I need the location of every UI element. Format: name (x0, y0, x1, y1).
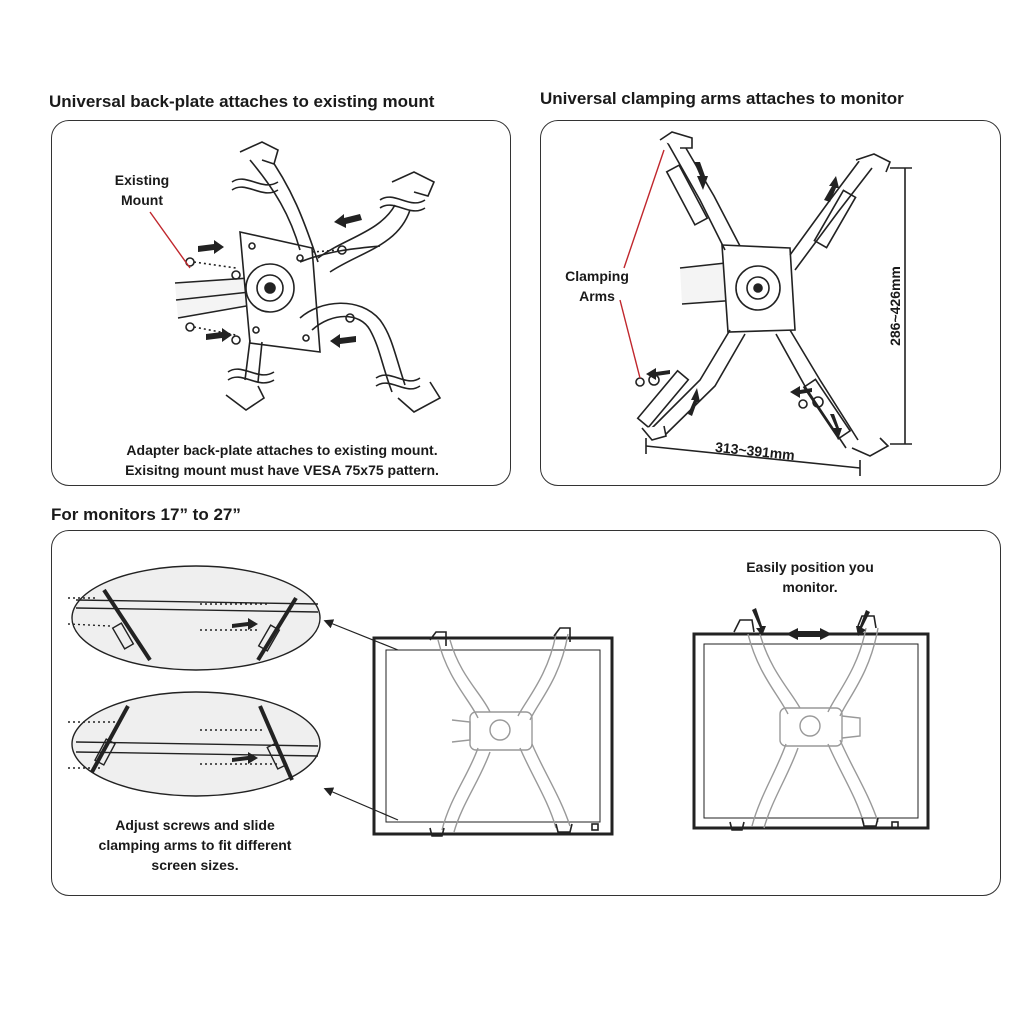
monitor-right (692, 615, 930, 831)
adjust-screws-caption-line2: clamping arms to fit different (98, 837, 292, 853)
back-plate-caption: Adapter back-plate attaches to existing … (60, 440, 504, 480)
existing-mount-illustration (174, 141, 442, 413)
heading-clamping-arms: Universal clamping arms attaches to moni… (540, 89, 904, 108)
adjust-screws-caption-line1: Adjust screws and slide (115, 817, 275, 833)
position-monitor-caption-line2: monitor. (782, 579, 838, 595)
position-monitor-caption: Easily position you monitor. (720, 557, 900, 597)
leader-arrow-bottom (323, 787, 399, 821)
adjust-screws-caption: Adjust screws and slide clamping arms to… (70, 815, 320, 875)
clamping-arms-callout-line-lower (619, 299, 641, 379)
position-monitor-caption-line1: Easily position you (746, 559, 874, 575)
leader-arrow-top (323, 619, 399, 651)
clamping-arms-label: Clamping Arms (555, 266, 639, 306)
clamping-arms-label-line1: Clamping (565, 268, 629, 284)
slide-arrows-clamping (646, 162, 842, 440)
adjust-screws-caption-line3: screen sizes. (151, 857, 239, 873)
zoom-detail-top (67, 565, 321, 671)
existing-mount-label-line1: Existing (114, 172, 170, 188)
clamping-arms-label-line2: Arms (579, 288, 615, 304)
position-arrows (752, 608, 870, 640)
clamping-arms-callout-line-upper (623, 149, 665, 269)
push-arrows-back-plate (198, 214, 362, 348)
back-plate-caption-line1: Adapter back-plate attaches to existing … (126, 442, 438, 458)
heading-back-plate: Universal back-plate attaches to existin… (49, 92, 435, 111)
zoom-detail-bottom (68, 691, 321, 797)
existing-mount-label-line2: Mount (121, 192, 163, 208)
back-plate-caption-line2: Exisitng mount must have VESA 75x75 patt… (125, 462, 439, 478)
slide-arrow-bottom-detail (232, 752, 258, 764)
monitor-left (372, 627, 614, 837)
clamping-arms-illustration (635, 131, 912, 476)
existing-mount-label: Existing Mount (100, 170, 184, 210)
dimension-height-label: 286~426mm (887, 266, 903, 346)
slide-arrow-top-detail (232, 618, 258, 630)
existing-mount-callout-line (149, 211, 191, 269)
heading-monitor-sizes: For monitors 17” to 27” (51, 505, 241, 524)
